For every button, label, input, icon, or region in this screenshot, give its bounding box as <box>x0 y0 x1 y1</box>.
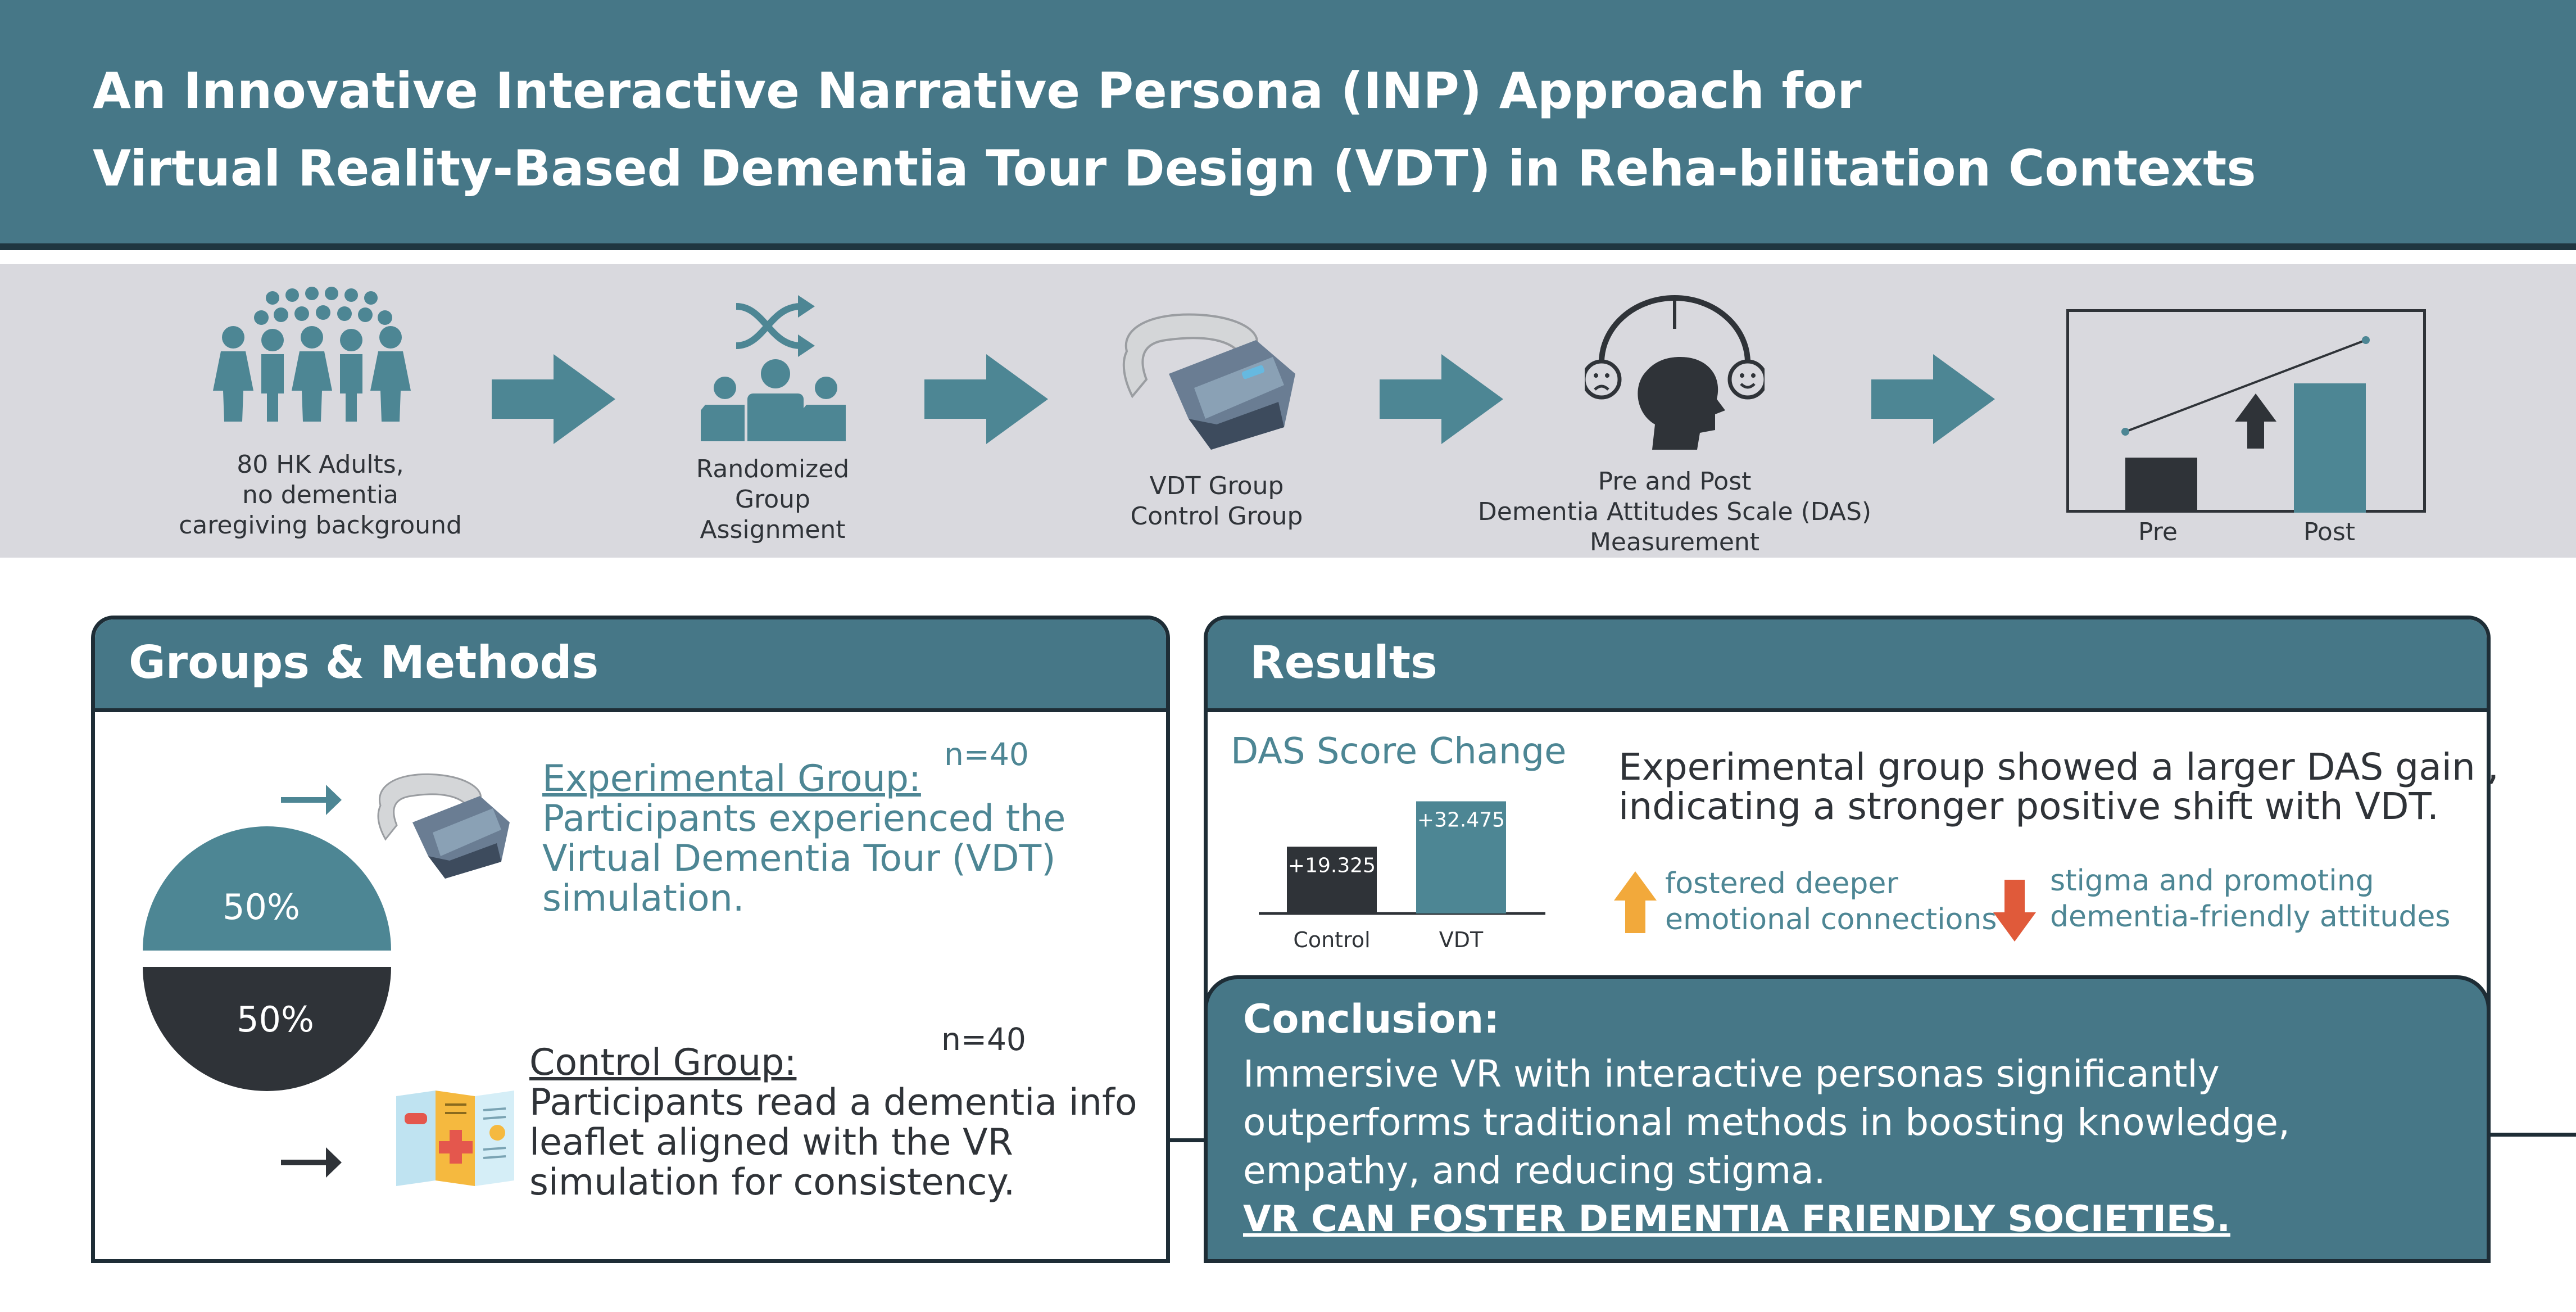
pie-slice-control <box>143 967 391 1091</box>
das-bar-control <box>1287 847 1377 913</box>
conclusion-box <box>1204 975 2491 1263</box>
vr-headset-small-icon <box>377 773 510 879</box>
pre-post-chart <box>2121 336 2370 513</box>
up-arrow-orange-icon <box>1614 871 1657 933</box>
step4-line3: Measurement <box>1589 528 1760 557</box>
down-note: stigma and promoting dementia-friendly a… <box>2050 863 2450 935</box>
step2-line3: Assignment <box>700 515 846 544</box>
head-emotion-icon <box>1585 295 1765 450</box>
control-line3: simulation for consistency. <box>529 1161 1015 1204</box>
results-title: Results <box>1250 636 1437 689</box>
control-n: n=40 <box>941 1021 1026 1057</box>
step1-line2: no dementia <box>242 481 399 509</box>
group-icon <box>701 359 846 441</box>
page-title-line2: Virtual Reality-Based Dementia Tour Desi… <box>93 139 2256 197</box>
das-chart-title: DAS Score Change <box>1231 731 1567 772</box>
pre-post-chart-frame <box>2066 309 2426 513</box>
connector-line <box>2486 1133 2576 1137</box>
down-note-line2: dementia-friendly attitudes <box>2050 900 2451 934</box>
results-summary-line1: Experimental group showed a larger DAS g… <box>1618 745 2499 789</box>
step4-label: Pre and Post Dementia Attitudes Scale (D… <box>1461 467 1888 558</box>
results-summary-line2: indicating a stronger positive shift wit… <box>1618 785 2439 828</box>
step3-line1: VDT Group <box>1149 472 1284 500</box>
group-split-pie: 50% 50% <box>143 826 391 1091</box>
das-bar-vdt <box>1416 801 1506 913</box>
das-tick-label: VDT <box>1439 928 1484 952</box>
experimental-text: Experimental Group: Participants experie… <box>542 759 1065 919</box>
flow-arrow-icon <box>1380 354 1503 444</box>
step2-line1: Randomized <box>696 455 850 483</box>
experimental-line1: Participants experienced the <box>542 798 1066 840</box>
people-group-icon <box>213 287 411 422</box>
control-text: Control Group: Participants read a demen… <box>529 1043 1137 1202</box>
flow-arrow-icon <box>924 354 1048 444</box>
teal-arrow-icon <box>281 785 342 815</box>
conclusion-title: Conclusion: <box>1243 996 1500 1042</box>
up-note-line2: emotional connections <box>1665 903 1997 937</box>
up-note-line1: fostered deeper <box>1665 867 1898 901</box>
groups-methods-header: Groups & Methods <box>95 619 1166 712</box>
conclusion-line3: empathy, and reducing stigma. <box>1243 1149 1826 1192</box>
step2-line2: Group <box>735 485 810 514</box>
prepost-bar-pre <box>2125 458 2197 513</box>
leaflet-icon <box>396 1091 514 1186</box>
groups-methods-panel: Groups & Methods <box>91 616 1170 1263</box>
pie-label-bottom: 50% <box>237 999 314 1040</box>
page-title-line1: An Innovative Interactive Narrative Pers… <box>93 62 1862 120</box>
down-note-line1: stigma and promoting <box>2050 864 2374 898</box>
post-label: Post <box>2303 518 2356 546</box>
dark-arrow-icon <box>281 1147 342 1178</box>
pie-label-top: 50% <box>223 886 300 928</box>
das-data-label: +19.325 <box>1288 854 1376 877</box>
flow-arrow-icon <box>492 354 615 444</box>
conclusion-body: Immersive VR with interactive personas s… <box>1243 1050 2290 1243</box>
shuffle-icon <box>701 295 846 441</box>
das-tick-label: Control <box>1293 928 1370 952</box>
connector-line <box>1170 1138 1204 1142</box>
step3-label: VDT Group Control Group <box>1068 471 1366 532</box>
step4-line2: Dementia Attitudes Scale (DAS) <box>1477 497 1872 526</box>
up-note: fostered deeper emotional connections <box>1665 866 1997 938</box>
conclusion-line1: Immersive VR with interactive personas s… <box>1243 1052 2220 1096</box>
step2-label: Randomized Group Assignment <box>646 454 899 545</box>
pie-slice-experimental <box>143 826 391 951</box>
das-data-label: +32.475 <box>1417 809 1505 832</box>
conclusion-line2: outperforms traditional methods in boost… <box>1243 1101 2290 1144</box>
header-banner: An Innovative Interactive Narrative Pers… <box>0 0 2576 250</box>
control-line1: Participants read a dementia info <box>529 1082 1137 1124</box>
down-arrow-red-icon <box>1993 880 2036 942</box>
step1-line3: caregiving background <box>179 511 462 540</box>
flow-arrow-icon <box>1871 354 1995 444</box>
vr-headset-icon <box>1122 313 1295 450</box>
step3-line2: Control Group <box>1130 502 1303 531</box>
step4-line1: Pre and Post <box>1598 467 1752 496</box>
step1-line1: 80 HK Adults, <box>237 450 404 479</box>
experimental-line2: Virtual Dementia Tour (VDT) <box>542 838 1056 880</box>
experimental-n: n=40 <box>944 736 1029 772</box>
groups-methods-title: Groups & Methods <box>129 636 599 689</box>
experimental-heading: Experimental Group: <box>542 758 921 800</box>
experimental-line3: simulation. <box>542 877 745 920</box>
conclusion-callout: VR CAN FOSTER DEMENTIA FRIENDLY SOCIETIE… <box>1243 1198 2230 1240</box>
up-arrow-icon <box>2235 393 2276 449</box>
prepost-bar-post <box>2294 383 2366 513</box>
results-summary: Experimental group showed a larger DAS g… <box>1618 748 2499 826</box>
control-line2: leaflet aligned with the VR <box>529 1121 1013 1164</box>
control-heading: Control Group: <box>529 1042 797 1084</box>
results-header: Results <box>1208 619 2487 712</box>
pre-label: Pre <box>2138 518 2178 546</box>
step1-label: 80 HK Adults, no dementia caregiving bac… <box>174 450 466 541</box>
